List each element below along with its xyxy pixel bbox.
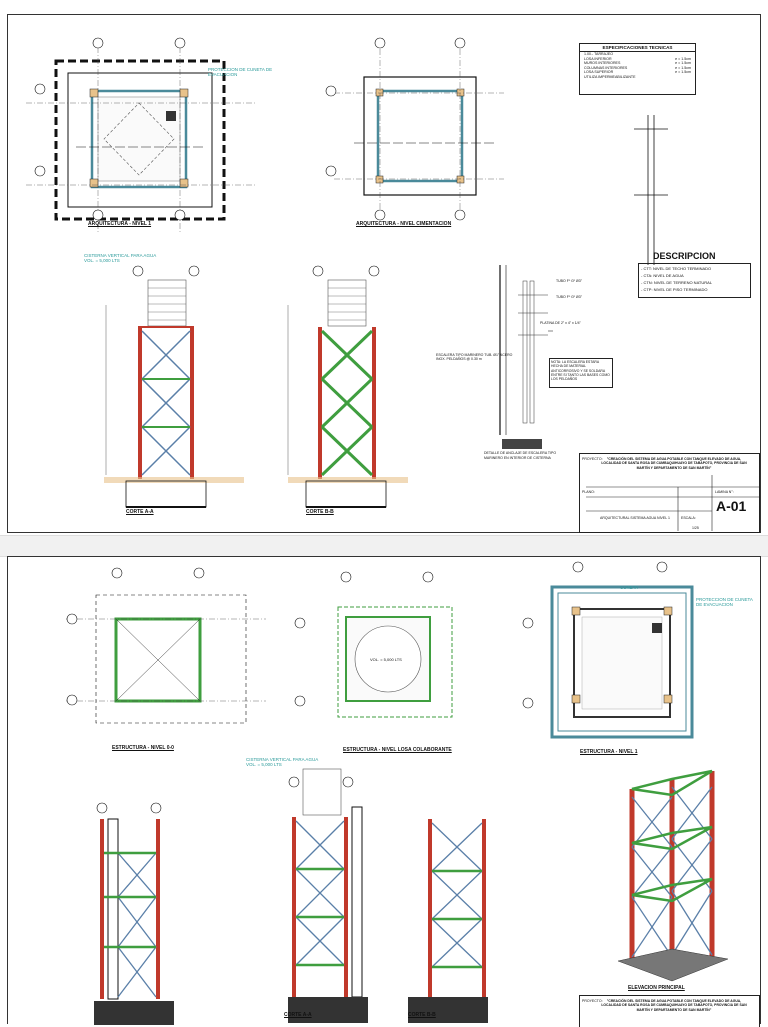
annotation-tubo2: TUBO Fº Gº Ø3" [556, 295, 582, 299]
tb-sheet-number: A-01 [716, 498, 747, 514]
spec-key: UTILIZA IMPERMEABILIZANTE [584, 74, 636, 79]
elevation-principal-3d [617, 769, 729, 982]
plan-arq-nivel1 [26, 47, 256, 233]
elevation-corte-a2 [288, 768, 368, 1023]
ladder-detail [499, 265, 553, 449]
tb-project-label: PROYECTO: [582, 457, 603, 461]
annotation-proteccion-1: PROTECCION DE CUNETA DE EVACUACION [208, 67, 273, 78]
note-box: NOTA: LA ESCALERA ESTARA HECHA DE MATERI… [549, 358, 613, 388]
spec-key: 1.00.- TARRAJEO [584, 52, 614, 56]
label-corte-a1: CORTE A-A [126, 509, 154, 515]
tb-project: "CREACIÓN DEL SISTEMA DE AGUA POTABLE CO… [601, 457, 747, 470]
elevation-side [94, 818, 174, 1025]
label-corte-a2: CORTE A-A [284, 1012, 312, 1018]
axis-bubbles-sheet2 [66, 561, 668, 814]
annotation-cisterna-1: CISTERNA VERTICAL PARA AGUA VOL. = 5,000… [84, 253, 156, 264]
spec-row: MUROS INTERIORES e = 1.5cm [580, 61, 695, 66]
sheet-separator [0, 535, 768, 557]
specs-table: ESPECIFICACIONES TECNICAS 1.00.- TARRAJE… [579, 43, 696, 95]
annotation-proteccion-2: PROTECCION DE CUNETA DE EVACUACION [696, 597, 753, 608]
title-block-1-lines [586, 475, 760, 531]
annotation-vol: VOL. = 5,000 LTS [370, 657, 402, 662]
label-detalle: DETALLE DE ANCLAJE DE ESCALERA TIPO MARI… [484, 451, 557, 460]
spec-value: e = 1.5cm [675, 65, 691, 70]
spec-row: LOSA SUPERIOR e = 1.5cm [580, 70, 695, 75]
spec-value: e = 1.5cm [675, 61, 691, 66]
plan-est-nivel1 [550, 585, 694, 739]
tb2-project-label: PROYECTO: [582, 999, 603, 1003]
spec-value: e = 1.5cm [675, 70, 691, 75]
plan-arq-cimentacion [334, 49, 504, 217]
spec-row: 1.00.- TARRAJEO [580, 52, 695, 57]
side-detail [634, 115, 668, 265]
specs-title: ESPECIFICACIONES TECNICAS [580, 44, 695, 52]
sheet-1-drawing [26, 37, 760, 531]
tb-escala-label: ESCALA: [681, 516, 696, 520]
spec-row: UTILIZA IMPERMEABILIZANTE [580, 75, 695, 80]
descripcion-item: - CTP: NIVEL DE PISO TERMINADO [641, 287, 708, 292]
label-corte-b2: CORTE B-B [408, 1012, 436, 1018]
spec-row: LOSA INFERIOR e = 1.5cm [580, 57, 695, 62]
annotation-platina: PLATINA DE 2" x 4" x 1/4" [540, 321, 581, 325]
annotation-tubo1: TUBO Fº Gº Ø3" [556, 279, 582, 283]
title-block-1: PROYECTO: "CREACIÓN DEL SISTEMA DE AGUA … [579, 453, 760, 533]
label-est-nivel1: ESTRUCTURA - NIVEL 1 [580, 749, 638, 755]
descripcion-item: - CTT: NIVEL DE TECHO TERMINADO [641, 266, 712, 271]
title-block-2: PROYECTO: "CREACIÓN DEL SISTEMA DE AGUA … [579, 995, 760, 1027]
tb2-project: "CREACIÓN DEL SISTEMA DE AGUA POTABLE CO… [601, 999, 747, 1012]
elevation-corte-b2 [408, 819, 488, 1023]
axis-bubbles-sheet1 [34, 37, 466, 277]
plan-est-losa [337, 606, 453, 718]
spec-key: MUROS INTERIORES [584, 61, 621, 66]
descripcion-item: - CTN: NIVEL DE TERRENO NATURAL [641, 280, 713, 285]
tb-plano-label: PLANO: [582, 490, 595, 494]
label-elevacion: ELEVACION PRINCIPAL [628, 985, 685, 991]
tb-lamina-label: LAMINA N°: [715, 490, 734, 494]
descripcion-box: - CTT: NIVEL DE TECHO TERMINADO - CTA: NI… [638, 263, 751, 298]
label-corte-b1: CORTE B-B [306, 509, 334, 515]
tb-plano-value: ARQUITECTURAL SISTEMA AGUA NIVEL 1 [600, 516, 670, 520]
spec-value: e = 1.5cm [675, 56, 691, 61]
sheet-2: ESTRUCTURA - NIVEL 0-0 ESTRUCTURA - NIVE… [7, 556, 761, 1027]
annotation-escalera: ESCALERA TIPO MARINERO TUB. Ø1" ACERO IN… [436, 353, 513, 362]
elevation-corte-b1 [287, 279, 408, 508]
label-est-losa: ESTRUCTURA - NIVEL LOSA COLABORANTE [343, 747, 452, 753]
spec-key: LOSA SUPERIOR [584, 70, 614, 75]
label-arq-cimentacion: ARQUITECTURA - NIVEL CIMENTACION [356, 221, 452, 227]
label-est-nivel-0: ESTRUCTURA - NIVEL 0-0 [112, 745, 174, 751]
plan-est-nivel-0 [66, 594, 266, 724]
annotation-cisterna-2: CISTERNA VERTICAL PARA AGUA VOL. = 5,000… [246, 757, 318, 768]
spec-key: LOSA INFERIOR [584, 56, 612, 61]
sheet-2-drawing [66, 561, 729, 1025]
tb-escala-value: 1/25 [692, 526, 699, 530]
spec-key: COLUMNAS INTERIORES [584, 65, 628, 70]
spec-row: COLUMNAS INTERIORES e = 1.5cm [580, 66, 695, 71]
annotation-cuneta: CUNETA [620, 585, 639, 590]
elevation-corte-a1 [104, 279, 244, 508]
sheet-1: ARQUITECTURA - NIVEL 1 ARQUITECTURA - NI… [7, 14, 761, 533]
descripcion-item: - CTA: NIVEL DE AGUA [641, 273, 684, 278]
label-arq-nivel1: ARQUITECTURA - NIVEL 1 [88, 221, 152, 227]
descripcion-title: DESCRIPCION [653, 251, 716, 261]
